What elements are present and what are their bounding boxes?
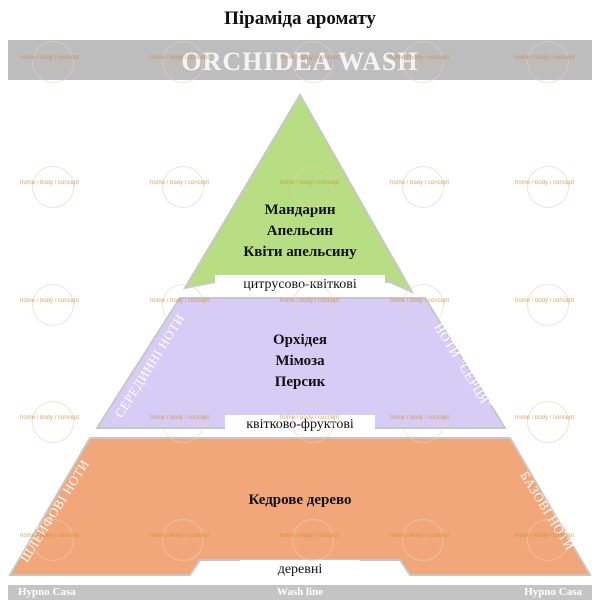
base-note-1: Кедрове дерево (248, 492, 352, 508)
top-layer-caption: цитрусово-квіткові (215, 275, 385, 295)
page-title: Піраміда аромату (224, 8, 376, 29)
top-note-1: Мандарин (264, 202, 336, 218)
middle-layer-caption: квітково-фруктові (225, 415, 375, 435)
base-layer-caption: деревні (240, 560, 360, 580)
footer-center-text: Wash line (276, 586, 324, 598)
middle-note-2: Мімоза (275, 353, 325, 369)
top-note-3: Квіти апельсину (243, 244, 357, 260)
footer-right-text: Hypno Casa (524, 586, 582, 598)
footer-left-text: Hypno Casa (18, 586, 76, 598)
base-notes-layer (8, 437, 592, 576)
top-notes-list: Мандарин Апельсин Квіти апельсину (200, 200, 400, 263)
top-note-2: Апельсин (266, 223, 334, 239)
footer-band: Hypno Casa Wash line Hypno Casa (8, 585, 592, 600)
middle-notes-layer (95, 297, 507, 429)
middle-notes-list: Орхідея Мімоза Персик (200, 330, 400, 393)
base-notes-list: Кедрове дерево (200, 490, 400, 511)
brand-banner: ORCHIDEA WASH (8, 40, 592, 80)
middle-note-3: Персик (274, 374, 326, 390)
middle-note-1: Орхідея (272, 332, 328, 348)
